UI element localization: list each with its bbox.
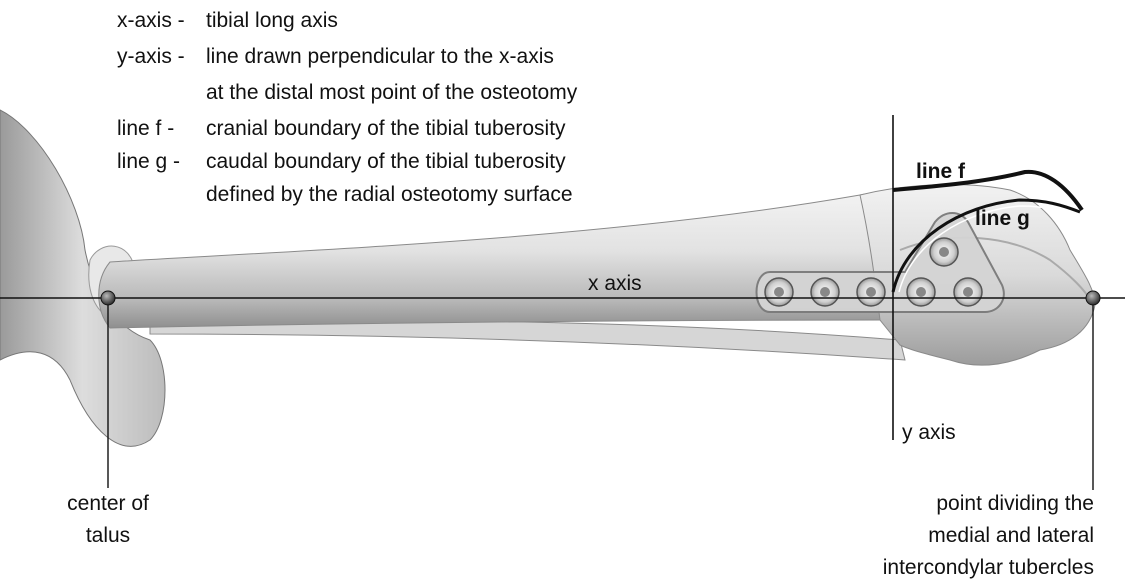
legend-text-line-f: cranial boundary of the tibial tuberosit… [206, 117, 566, 140]
legend-key-line-f: line f - [117, 117, 174, 140]
fibula-bone [150, 320, 905, 360]
legend-text-line-g-2: defined by the radial osteotomy surface [206, 183, 573, 206]
center-of-talus-line-2: talus [86, 524, 130, 547]
screw-2 [811, 278, 839, 306]
screw-1 [765, 278, 793, 306]
legend-text-line-g-1: caudal boundary of the tibial tuberosity [206, 150, 566, 173]
legend-text-y-axis-2: at the distal most point of the osteotom… [206, 81, 578, 104]
dividing-point-callout: point dividing the medial and lateral in… [883, 492, 1094, 579]
line-f-label: line f [916, 160, 966, 183]
dividing-point-marker [1086, 291, 1100, 305]
dividing-point-line-1: point dividing the [936, 492, 1094, 515]
center-of-talus-line-1: center of [67, 492, 149, 515]
x-axis-label: x axis [588, 272, 642, 295]
center-of-talus-callout: center of talus [67, 492, 149, 547]
screw-4 [907, 278, 935, 306]
legend-text-y-axis-1: line drawn perpendicular to the x-axis [206, 45, 554, 68]
screw-6 [930, 238, 958, 266]
legend-key-y-axis: y-axis - [117, 45, 185, 68]
y-axis-label: y axis [902, 421, 956, 444]
dividing-point-line-2: medial and lateral [928, 524, 1094, 547]
legend-key-line-g: line g - [117, 150, 180, 173]
screw-3 [857, 278, 885, 306]
legend-text-x-axis: tibial long axis [206, 9, 338, 32]
screw-5 [954, 278, 982, 306]
dividing-point-line-3: intercondylar tubercles [883, 556, 1094, 579]
center-of-talus-point [101, 291, 115, 305]
line-g-label: line g [975, 207, 1030, 230]
legend-key-x-axis: x-axis - [117, 9, 185, 32]
legend: x-axis - tibial long axis y-axis - line … [117, 9, 578, 206]
